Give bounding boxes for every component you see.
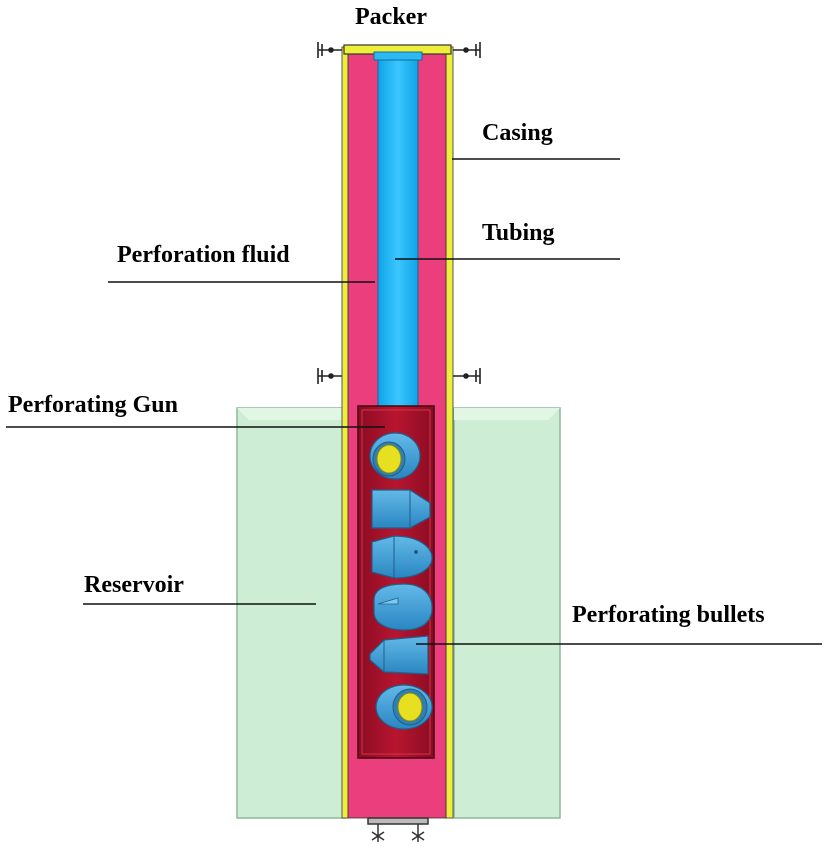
- bullet-1: [369, 432, 421, 480]
- anchor-mid-left: [317, 368, 342, 384]
- perforation-fluid-label: Perforation fluid: [117, 242, 290, 268]
- anchor-top-left: [317, 42, 342, 58]
- bottom-anchors: [367, 817, 429, 842]
- perforating-gun-label: Perforating Gun: [8, 392, 178, 418]
- bullet-4: [373, 583, 433, 631]
- tubing-label: Tubing: [482, 220, 555, 246]
- bullet-5: [369, 635, 429, 675]
- anchor-top-right: [453, 42, 481, 58]
- bullet-6: [375, 684, 433, 730]
- reservoir-block-left: [236, 407, 346, 819]
- casing-wall-left: [341, 46, 349, 819]
- bullet-2: [371, 489, 431, 529]
- bullet-3: [371, 535, 433, 579]
- leader-lines: [6, 158, 822, 645]
- casing-label: Casing: [482, 120, 553, 146]
- casing-wall-right: [445, 46, 454, 819]
- anchor-mid-right: [453, 368, 481, 384]
- reservoir-block-right: [453, 407, 561, 819]
- tubing: [373, 51, 423, 409]
- packer-label: Packer: [355, 4, 427, 30]
- reservoir-label: Reservoir: [84, 572, 184, 598]
- perforating-bullets-label: Perforating bullets: [572, 602, 765, 628]
